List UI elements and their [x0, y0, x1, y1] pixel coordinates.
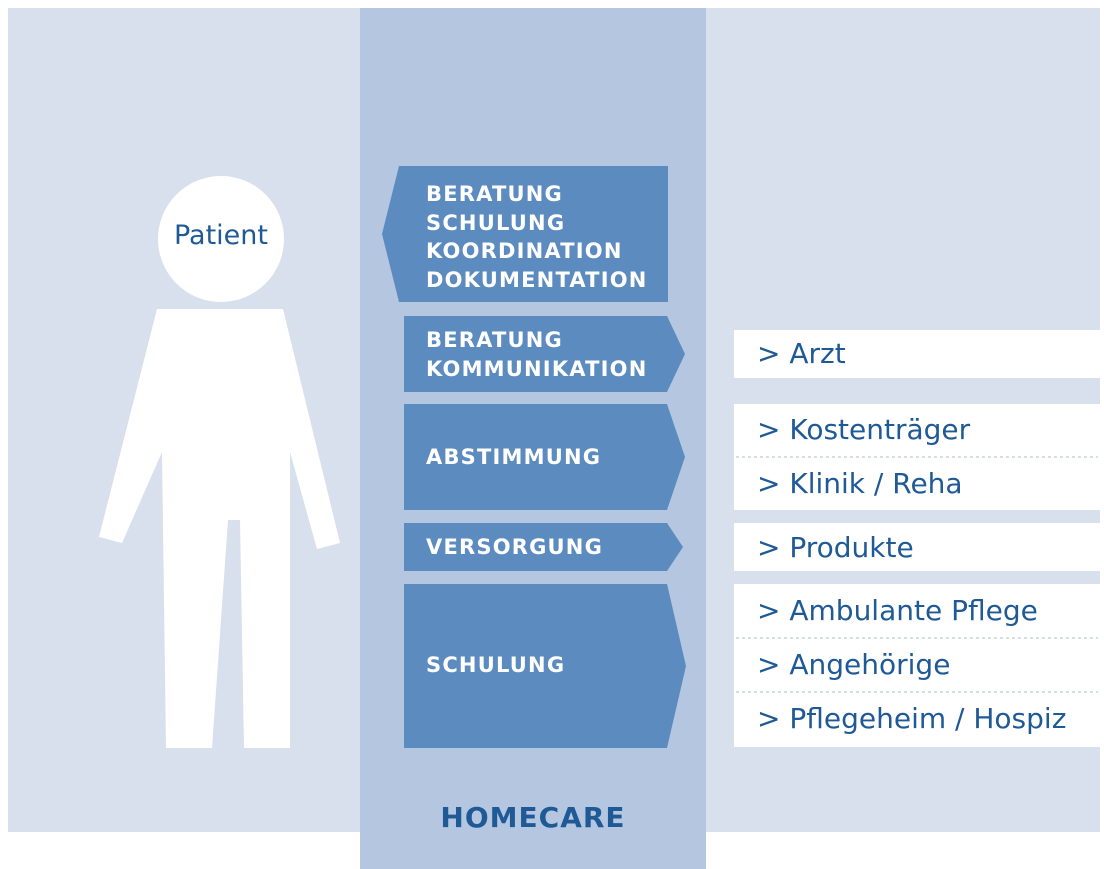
partner-pflegeheim-hospiz: > Pflegeheim / Hospiz — [757, 702, 1067, 735]
service-label-to-patient: BERATUNG SCHULUNG KOORDINATION DOKUMENTA… — [426, 182, 648, 292]
service-label-beratung-kommunikation: BERATUNG KOMMUNIKATION — [426, 328, 648, 381]
partner-produkte: > Produkte — [757, 531, 914, 564]
arrow-abstimmung — [404, 404, 685, 510]
partner-box-arzt — [734, 330, 1100, 378]
partner-box-pflege — [734, 584, 1100, 747]
arrow-schulung — [404, 584, 686, 748]
patient-figure-icon — [99, 176, 340, 748]
service-label-schulung: SCHULUNG — [426, 653, 566, 677]
partner-box-produkte — [734, 523, 1100, 571]
partner-ambulante-pflege: > Ambulante Pflege — [757, 594, 1038, 627]
arrow-versorgung — [404, 523, 683, 571]
partner-klinik-reha: > Klinik / Reha — [757, 467, 963, 500]
arrow-to-patient — [382, 166, 668, 302]
partner-kostentraeger: > Kostenträger — [757, 413, 971, 446]
partner-arzt: > Arzt — [757, 337, 846, 370]
partner-angehoerige: > Angehörige — [757, 648, 951, 681]
patient-label: Patient — [173, 220, 268, 251]
arrow-beratung-kommunikation — [404, 316, 685, 392]
homecare-title: HOMECARE — [440, 801, 626, 834]
service-label-abstimmung: ABSTIMMUNG — [426, 445, 602, 469]
service-label-versorgung: VERSORGUNG — [426, 535, 604, 559]
